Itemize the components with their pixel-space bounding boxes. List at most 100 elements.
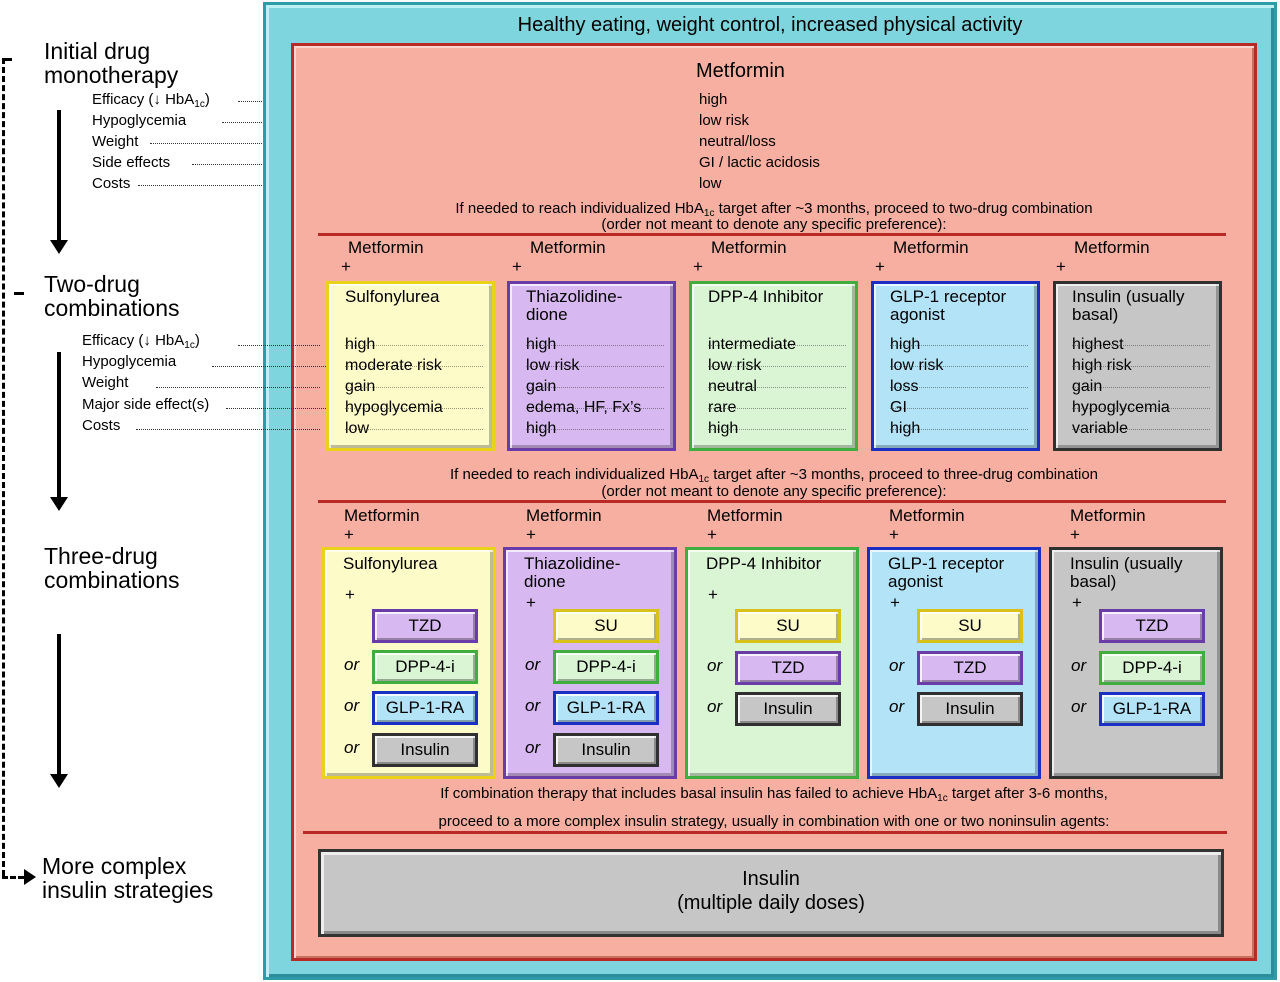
two-value-dpp4-3: rare <box>708 399 737 416</box>
dash-tick-bottom <box>2 876 24 879</box>
three-option-dpp4-0: SU <box>735 609 841 643</box>
two-value-insulin-0: highest <box>1072 336 1124 353</box>
two-leader-sulfonylurea-4 <box>345 429 483 430</box>
stage-three-drug: Three-drug combinations <box>44 543 180 593</box>
two-param-weight: Weight <box>82 374 129 391</box>
two-drug-title-dpp4: DPP-4 Inhibitor <box>708 287 824 306</box>
two-drug-title-glp1: GLP-1 receptor agonist <box>890 287 1007 324</box>
transition-2-line1: If needed to reach individualized HbA1c … <box>449 466 1099 485</box>
three-drug-title-dpp4: DPP-4 Inhibitor <box>706 554 822 573</box>
three-or-insulin-1: or <box>1071 656 1087 675</box>
two-leader-insulin-0 <box>1072 345 1210 346</box>
final-insulin-line1: Insulin <box>742 868 800 890</box>
three-option-sulfonylurea-1: DPP-4-i <box>372 650 478 684</box>
three-option-glp1-2: Insulin <box>917 692 1023 726</box>
two-plus-tzd: + <box>512 257 522 276</box>
two-value-tzd-0: high <box>526 336 557 353</box>
leader-two-row-0 <box>238 345 320 346</box>
three-option-insulin-2: GLP-1-RA <box>1099 692 1205 726</box>
arrow-line-3 <box>57 634 61 774</box>
mono-value-costs: low <box>699 175 722 192</box>
mono-value-hypoglycemia: low risk <box>699 112 750 129</box>
two-metformin-label-dpp4: Metformin <box>711 238 787 257</box>
two-value-tzd-1: low risk <box>526 357 580 374</box>
two-leader-glp1-3 <box>890 408 1028 409</box>
three-inner-plus-sulfonylurea: + <box>345 585 355 604</box>
two-value-tzd-3: edema, HF, Fx’s <box>526 399 642 416</box>
mono-param-weight: Weight <box>92 133 139 150</box>
three-metformin-label-tzd: Metformin <box>526 506 602 525</box>
two-plus-glp1: + <box>875 257 885 276</box>
three-inner-plus-dpp4: + <box>708 585 718 604</box>
three-metformin-label-insulin: Metformin <box>1070 506 1146 525</box>
leader-two-row-4 <box>136 429 320 430</box>
stage-two-drug: Two-drug combinations <box>44 271 180 321</box>
arrow-down-icon <box>50 240 68 254</box>
two-value-dpp4-2: neutral <box>708 378 757 395</box>
two-leader-sulfonylurea-1 <box>345 366 483 367</box>
two-leader-tzd-4 <box>526 429 664 430</box>
transition-3-line1: If combination therapy that includes bas… <box>440 785 1108 804</box>
three-or-dpp4-2: or <box>707 697 723 716</box>
mono-param-costs: Costs <box>92 175 131 192</box>
mono-drug-title: Metformin <box>696 60 785 82</box>
dashed-arrow-head-icon <box>24 869 36 885</box>
two-value-sulfonylurea-4: low <box>345 420 370 437</box>
three-metformin-label-dpp4: Metformin <box>707 506 783 525</box>
three-plus-insulin: + <box>1070 525 1080 544</box>
two-drug-title-tzd: Thiazolidine- dione <box>526 287 623 324</box>
transition-1-line2: (order not meant to denote any specific … <box>601 216 947 233</box>
dashed-flow-line <box>2 58 5 876</box>
two-leader-glp1-2 <box>890 387 1028 388</box>
dash-tick-1 <box>2 58 12 61</box>
three-plus-dpp4: + <box>707 525 717 544</box>
mono-value-efficacy: high <box>699 91 728 108</box>
two-leader-insulin-1 <box>1072 366 1210 367</box>
three-or-tzd-3: or <box>525 738 541 757</box>
two-param-efficacy: Efficacy (↓ HbA1c) <box>82 332 200 351</box>
two-metformin-label-insulin: Metformin <box>1074 238 1150 257</box>
three-or-tzd-2: or <box>525 696 541 715</box>
arrow-line-2 <box>57 352 61 498</box>
two-value-glp1-0: high <box>890 336 921 353</box>
three-option-sulfonylurea-0: TZD <box>372 609 478 643</box>
three-plus-sulfonylurea: + <box>344 525 354 544</box>
mono-value-side-effects: GI / lactic acidosis <box>699 154 820 171</box>
transition-1-line1: If needed to reach individualized HbA1c … <box>455 200 1093 219</box>
two-leader-insulin-4 <box>1072 429 1210 430</box>
arrow-down-icon <box>50 774 68 788</box>
three-plus-glp1: + <box>889 525 899 544</box>
two-value-tzd-2: gain <box>526 378 557 395</box>
dash-tick-2 <box>14 292 24 295</box>
transition-2-line2: (order not meant to denote any specific … <box>601 483 947 500</box>
two-leader-dpp4-1 <box>708 366 846 367</box>
stage-initial-monotherapy: Initial drug monotherapy <box>44 38 179 88</box>
three-or-dpp4-1: or <box>707 656 723 675</box>
three-or-glp1-1: or <box>889 656 905 675</box>
three-drug-title-tzd: Thiazolidine- dione <box>524 554 621 591</box>
two-drug-title-sulfonylurea: Sulfonylurea <box>345 287 440 306</box>
divider-2 <box>318 500 1226 503</box>
three-option-insulin-0: TZD <box>1099 609 1205 643</box>
mono-param-side-effects: Side effects <box>92 154 171 171</box>
two-value-insulin-3: hypoglycemia <box>1072 399 1170 416</box>
two-plus-dpp4: + <box>693 257 703 276</box>
two-value-sulfonylurea-3: hypoglycemia <box>345 399 443 416</box>
two-leader-dpp4-4 <box>708 429 846 430</box>
three-option-glp1-0: SU <box>917 609 1023 643</box>
three-option-insulin-1: DPP-4-i <box>1099 651 1205 685</box>
mono-param-hypoglycemia: Hypoglycemia <box>92 112 187 129</box>
three-metformin-label-sulfonylurea: Metformin <box>344 506 420 525</box>
three-option-dpp4-2: Insulin <box>735 692 841 726</box>
two-value-glp1-2: loss <box>890 378 919 395</box>
three-option-tzd-1: DPP-4-i <box>553 650 659 684</box>
three-or-sulfonylurea-3: or <box>344 738 360 757</box>
final-insulin-line2: (multiple daily doses) <box>677 892 865 914</box>
three-drug-title-insulin: Insulin (usually basal) <box>1070 554 1183 591</box>
three-inner-plus-glp1: + <box>890 593 900 612</box>
two-leader-tzd-0 <box>526 345 664 346</box>
three-drug-title-sulfonylurea: Sulfonylurea <box>343 554 438 573</box>
two-leader-tzd-3 <box>526 408 664 409</box>
two-leader-sulfonylurea-3 <box>345 408 483 409</box>
two-value-glp1-3: GI <box>890 399 907 416</box>
